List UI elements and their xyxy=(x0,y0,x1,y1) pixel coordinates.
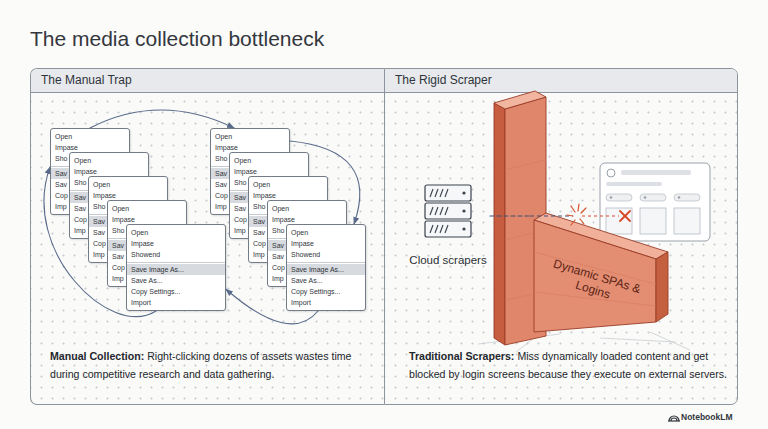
browser-window xyxy=(674,208,700,234)
server-light xyxy=(462,227,465,230)
server-vent xyxy=(435,207,438,215)
menu-item: Import xyxy=(127,297,225,308)
server-vent xyxy=(445,207,448,215)
back-wall xyxy=(494,103,505,345)
menu-item: Open xyxy=(108,203,186,214)
menu-item: Open xyxy=(249,179,327,190)
menu-item: Impase xyxy=(127,238,225,249)
server-unit xyxy=(425,203,471,219)
browser-window xyxy=(607,169,615,177)
server-vent xyxy=(435,189,438,197)
browser-window xyxy=(606,208,632,234)
fail-cross xyxy=(620,211,630,221)
browser-window xyxy=(600,163,710,241)
brand-icon xyxy=(668,416,680,421)
menu-item: Copy Settings... xyxy=(287,286,365,297)
server-light xyxy=(462,191,465,194)
request-line xyxy=(490,215,530,216)
server-light xyxy=(462,209,465,212)
node-label: Cloud scrapers xyxy=(406,253,490,267)
menu-item: Open xyxy=(230,155,308,166)
server-vent xyxy=(440,225,443,233)
browser-window xyxy=(640,194,666,201)
brand-icon xyxy=(668,420,680,421)
menu-item: Showend xyxy=(127,249,225,260)
menu-item: Open xyxy=(51,131,129,142)
server-vent xyxy=(440,189,443,197)
server-node: Cloud scrapers xyxy=(406,183,490,271)
menu-item: Open xyxy=(89,179,167,190)
menu-item: Open xyxy=(70,155,148,166)
browser-window xyxy=(674,194,700,201)
firewall-wall: Dynamic SPAs & Logins xyxy=(530,200,670,336)
browser-window xyxy=(606,194,632,201)
server-unit xyxy=(425,221,471,237)
menu-item: Import xyxy=(287,297,365,308)
browser-window xyxy=(621,170,691,175)
caption: Manual Collection:Right-clicking dozens … xyxy=(50,348,368,383)
wall-face xyxy=(534,220,656,332)
menu-item: Open xyxy=(268,203,346,214)
panel-heading: The Manual Trap xyxy=(31,69,384,93)
menu-item: Save Image As... xyxy=(287,264,365,275)
browser-window xyxy=(610,196,613,199)
title: The media collection bottleneck xyxy=(30,26,324,52)
server-vent xyxy=(435,225,438,233)
menu-item: Save As... xyxy=(287,275,365,286)
menu-separator xyxy=(287,262,365,263)
back-wall xyxy=(505,160,546,170)
panel-heading: The Rigid Scraper xyxy=(385,69,737,93)
menu-item: Open xyxy=(127,227,225,238)
wall-shape xyxy=(530,200,670,336)
browser-window xyxy=(678,196,681,199)
brand-icon xyxy=(669,416,679,421)
menu-item: Open xyxy=(211,131,289,142)
menu-item: Impase xyxy=(287,238,365,249)
browser-window xyxy=(640,208,666,234)
wall-face xyxy=(656,252,668,322)
server-unit xyxy=(425,185,471,201)
context-menu: OpenImpaseShowendSave Image As...Save As… xyxy=(286,224,366,311)
context-menu: OpenImpaseShowendSave Image As...Save As… xyxy=(126,224,226,311)
server-vent xyxy=(445,225,448,233)
server-vent xyxy=(440,207,443,215)
menu-item: Save Image As... xyxy=(127,264,225,275)
fail-cross xyxy=(620,211,630,221)
caption-lead: Traditional Scrapers: xyxy=(409,350,514,362)
caption: Traditional Scrapers:Miss dynamically lo… xyxy=(409,348,735,383)
browser-window xyxy=(606,182,662,186)
server-vent xyxy=(430,207,433,215)
menu-item: Save As... xyxy=(127,275,225,286)
menu-item: Open xyxy=(287,227,365,238)
server-vent xyxy=(430,189,433,197)
watermark: NotebookLM xyxy=(681,412,732,422)
caption-lead: Manual Collection: xyxy=(50,350,144,362)
blocked-path xyxy=(530,215,573,216)
fail-cross xyxy=(620,211,630,221)
menu-item: Showend xyxy=(287,249,365,260)
server-vent xyxy=(445,189,448,197)
menu-item: Copy Settings... xyxy=(127,286,225,297)
menu-separator xyxy=(127,262,225,263)
browser-window xyxy=(644,196,647,199)
server-vent xyxy=(430,225,433,233)
panel: The Manual TrapManual Collection:Right-c… xyxy=(30,68,384,405)
browser-window xyxy=(600,163,710,241)
